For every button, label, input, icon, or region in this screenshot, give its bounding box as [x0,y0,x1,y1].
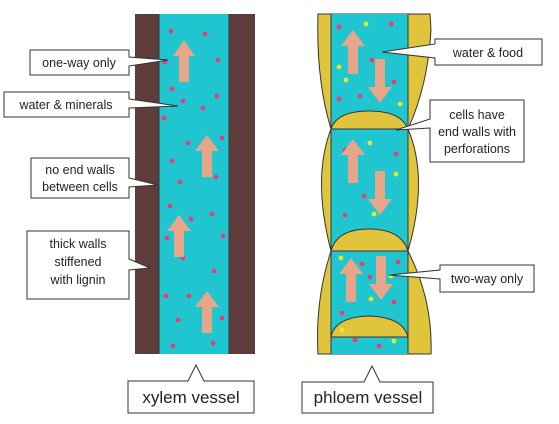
xylem-title-box: xylem vessel [127,363,255,414]
phloem-lumen [331,14,408,354]
label-water-food: water & food [452,46,523,60]
down-arrow-icon [368,59,392,103]
callout-end-walls: cells have end walls with perforations [395,99,525,163]
callout-thick-walls: thick walls stiffened with lignin [26,230,151,300]
up-arrow-icon [195,135,219,177]
label-water-minerals: water & minerals [18,98,112,112]
phloem-mineral-particles [336,21,401,349]
label-thick-walls-line3: with lignin [50,273,106,287]
label-no-end-walls-line1: no end walls [45,163,115,177]
phloem-vessel: water & food cells have end walls with p… [301,13,543,414]
callout-two-way: two-way only [388,264,535,293]
sieve-plate [330,110,409,130]
up-arrow-icon [339,258,363,302]
phloem-title-box: phloem vessel [301,364,434,414]
xylem-arrows [167,40,219,333]
label-no-end-walls-line2: between cells [42,180,118,194]
callout-no-end-walls: no end walls between cells [30,157,159,199]
down-arrow-icon [369,256,393,300]
xylem-lumen [159,14,229,354]
sieve-plate [330,315,409,338]
phloem-food-particles [336,21,403,344]
label-one-way: one-way only [42,56,116,70]
label-thick-walls-line1: thick walls [50,237,107,251]
sieve-plate [330,228,409,252]
callout-water-minerals: water & minerals [3,91,179,118]
callout-water-food: water & food [381,38,543,66]
label-two-way: two-way only [451,272,524,286]
up-arrow-icon [341,139,365,183]
up-arrow-icon [341,30,365,74]
xylem-particles [161,28,226,349]
down-arrow-icon [368,171,392,215]
callout-one-way: one-way only [29,49,169,76]
up-arrow-icon [173,40,195,82]
up-arrow-icon [167,215,191,257]
xylem-title: xylem vessel [142,388,239,407]
up-arrow-icon [195,291,219,333]
phloem-arrows [339,30,393,302]
label-end-walls-line1: cells have [449,108,505,122]
xylem-vessel: one-way only water & minerals no end wal… [3,14,255,414]
label-end-walls-line2: end walls with [438,125,516,139]
label-end-walls-line3: perforations [444,142,510,156]
label-thick-walls-line2: stiffened [54,255,101,269]
xylem-right-wall [229,14,255,354]
phloem-title: phloem vessel [314,388,423,407]
